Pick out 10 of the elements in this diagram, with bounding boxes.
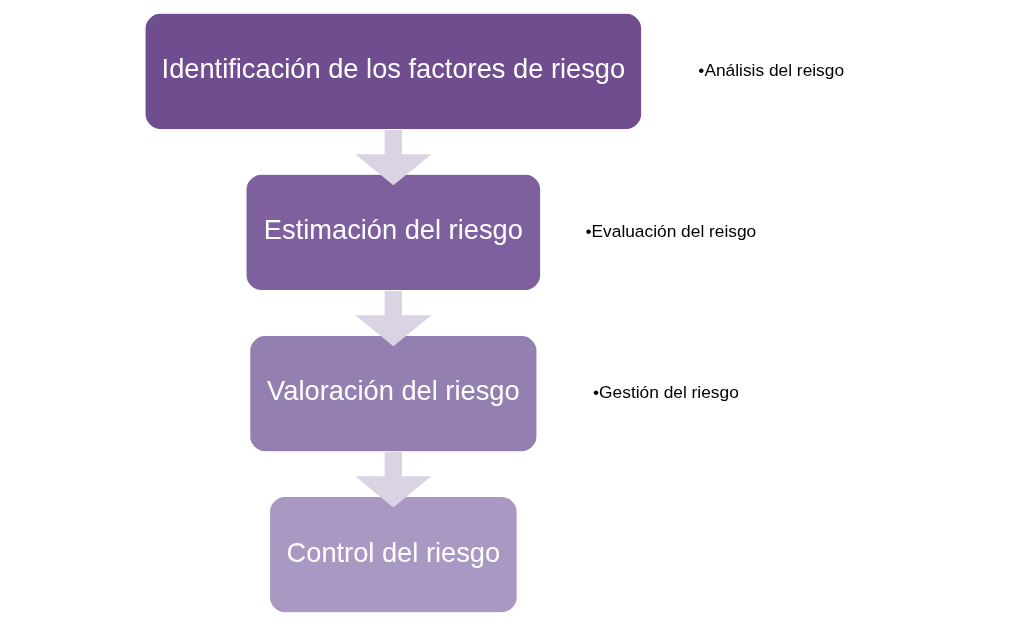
node-label: •Análisis del reisgo: [697, 60, 844, 80]
arrow: [354, 290, 431, 347]
arrow: [354, 452, 431, 508]
node-label: •Evaluación del reisgo: [584, 221, 756, 242]
node-box: Identificación de los factores de riesgo: [143, 12, 642, 131]
arrow: [354, 129, 431, 186]
node-box: Valoración del riesgo: [248, 334, 538, 453]
node-box: Control del riesgo: [268, 495, 518, 614]
node-label: •Gestión del riesgo: [592, 382, 739, 403]
node-box: Estimación del riesgo: [244, 173, 541, 292]
